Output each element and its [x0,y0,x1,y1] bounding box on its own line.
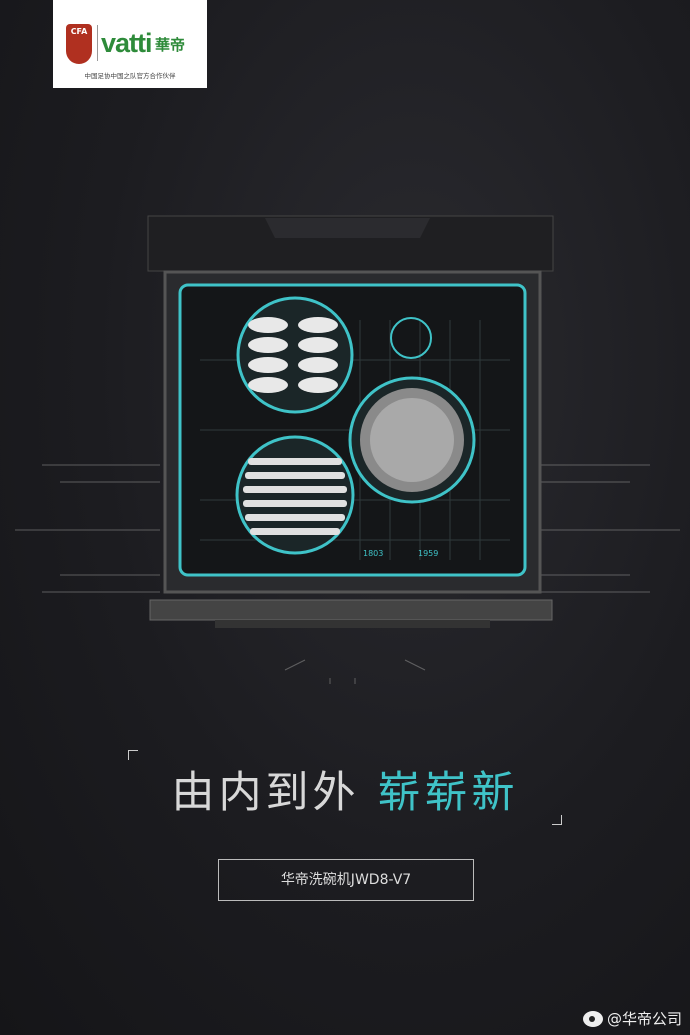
bracket-top-left [128,750,138,760]
pan-inner [370,398,454,482]
headline: 由内到外崭崭新 [0,758,690,820]
cfa-crest-icon: CFA [66,24,92,64]
weibo-watermark: @华帝公司 [582,1008,682,1029]
plates [243,458,347,535]
spray-arm-highlight [390,317,432,359]
watermark-text: @华帝公司 [606,1010,682,1028]
weibo-icon [582,1010,603,1027]
brand-logo: CFA vatti 華帝 中国足协中国之队官方合作伙伴 [53,0,207,88]
logo-divider [97,25,98,61]
dishwasher-illustration: 1803 1959 [15,215,680,684]
headline-white: 由内到外 [171,768,360,818]
brand-name-cn: 華帝 [155,36,186,54]
drawer-handle [215,620,490,628]
headline-cyan: 崭崭新 [377,768,519,818]
bowls-highlight [236,296,354,414]
crest-text: CFA [70,27,88,36]
tech-lines [15,464,680,684]
brand-name: vatti [101,28,153,58]
bowls [248,317,338,393]
logo-subtitle: 中国足协中国之队官方合作伙伴 [84,72,176,80]
plates-highlight [235,435,355,555]
bracket-bottom-right [552,815,562,825]
readout-2: 1959 [418,549,438,558]
drawer-front [149,599,553,621]
model-label: 华帝洗碗机JWD8-V7 [218,859,474,901]
handle-recess [265,218,430,238]
readout-1: 1803 [363,549,383,558]
